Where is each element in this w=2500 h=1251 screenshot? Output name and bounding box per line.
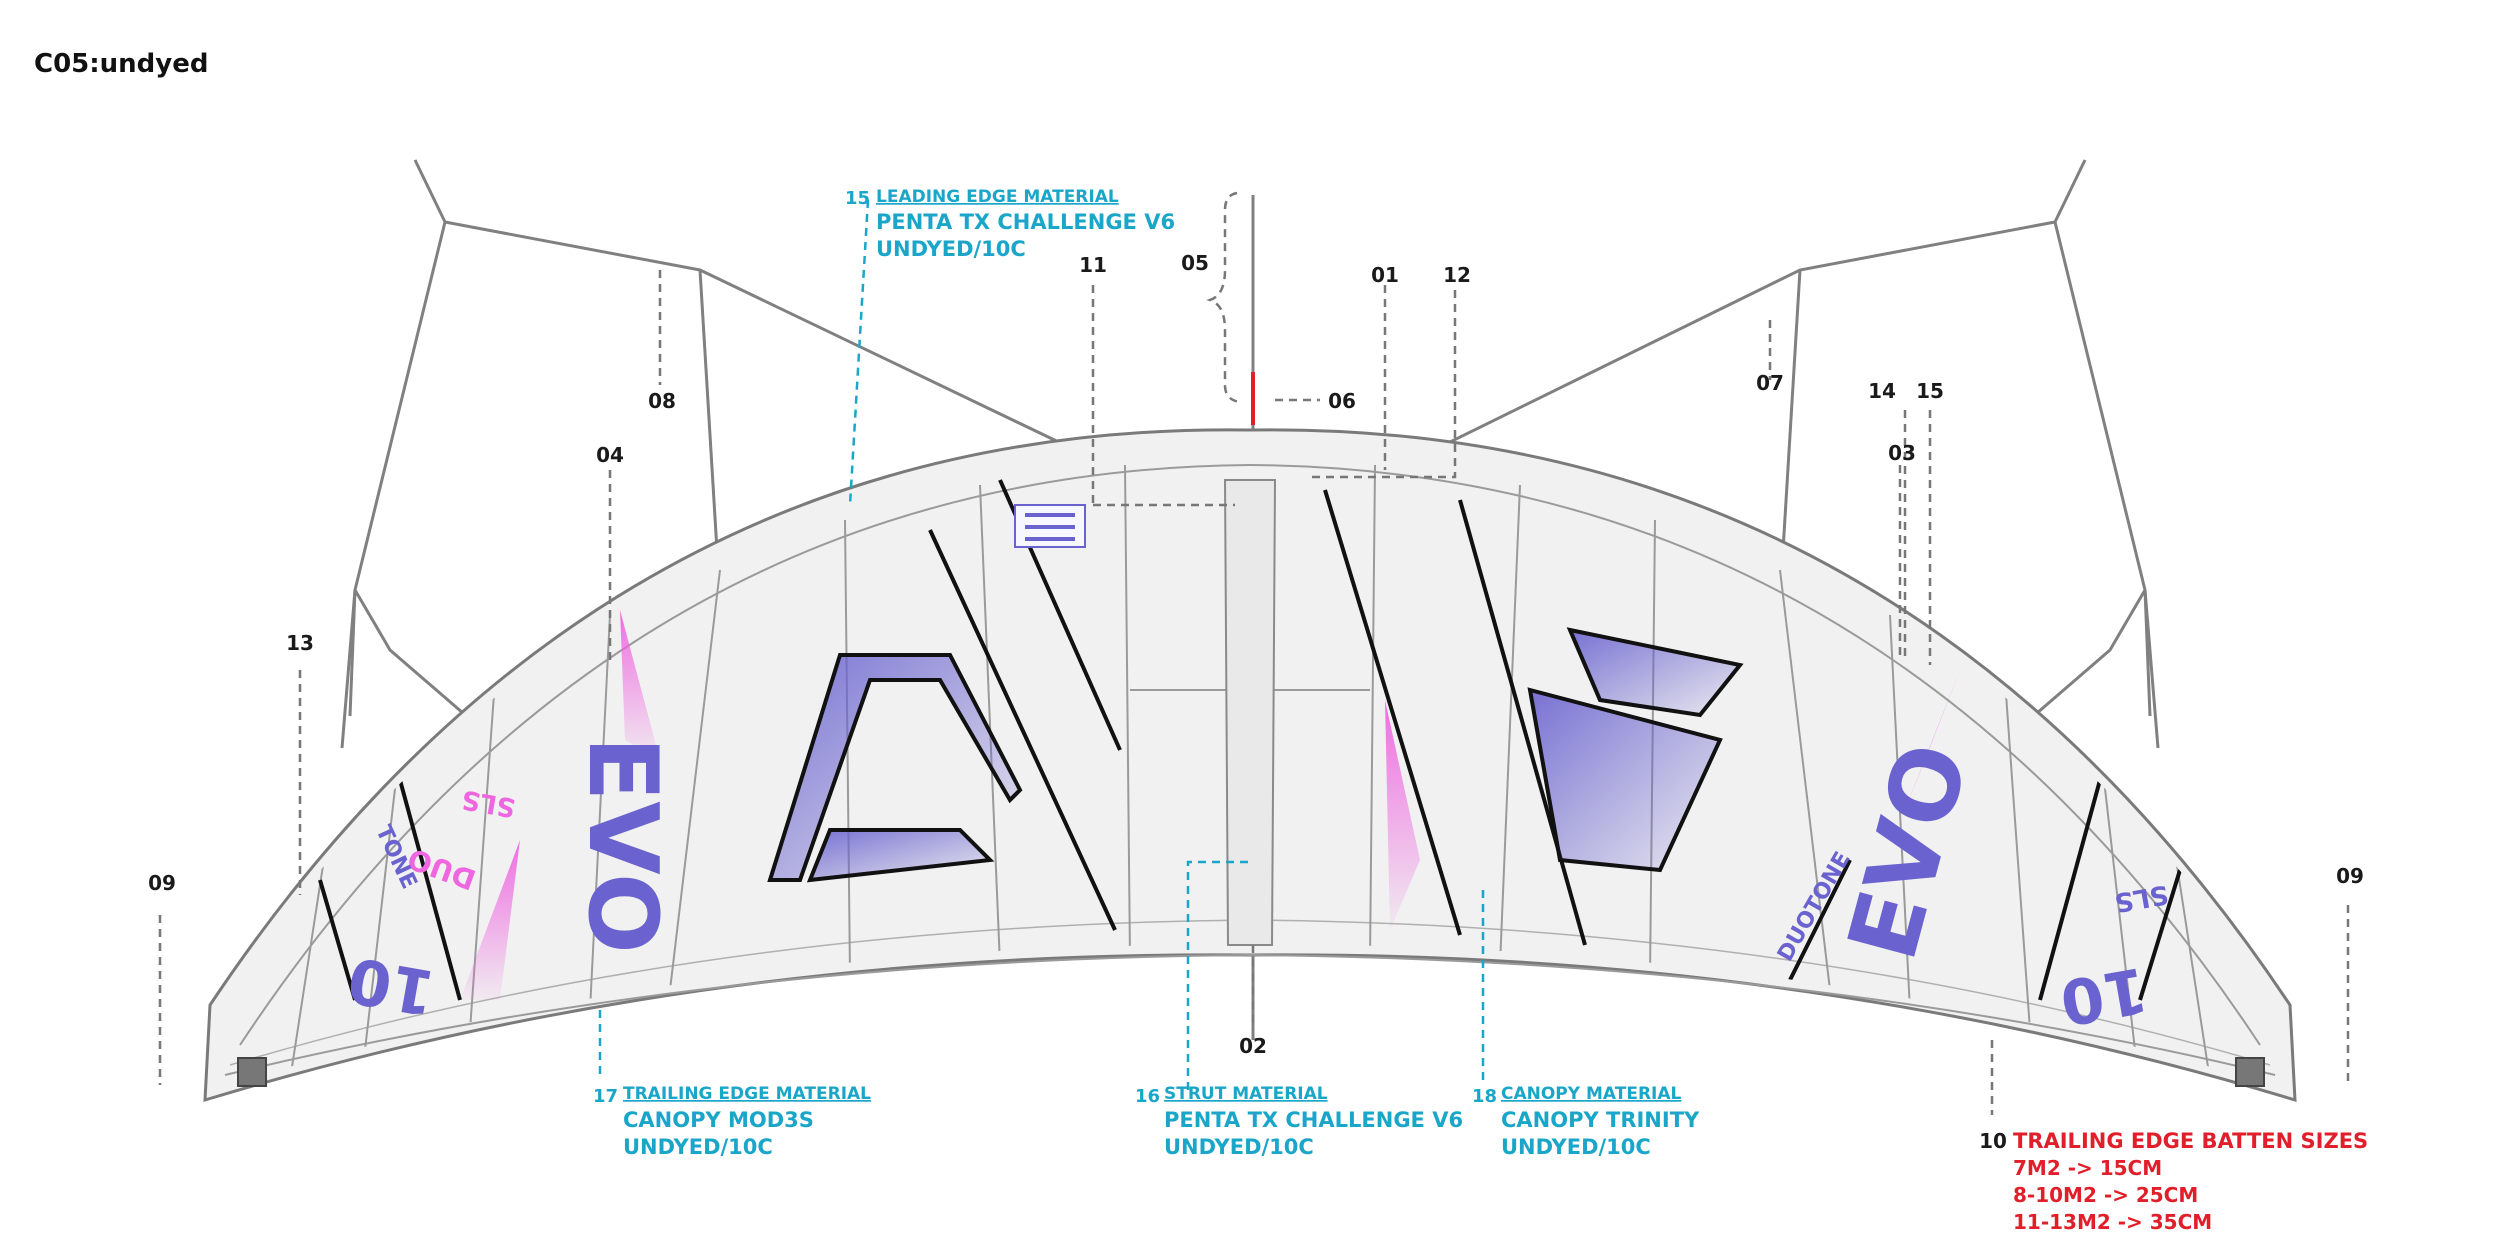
callout-02: 02 bbox=[1239, 1034, 1267, 1058]
canopy-line2: UNDYED/10C bbox=[1501, 1135, 1651, 1159]
canopy-num: 18 bbox=[1472, 1086, 1497, 1107]
canopy-graphics bbox=[318, 479, 2182, 1001]
trailing-edge-line1: CANOPY MOD3S bbox=[623, 1108, 814, 1132]
strut-line1: PENTA TX CHALLENGE V6 bbox=[1164, 1108, 1463, 1132]
callout-07: 07 bbox=[1756, 371, 1784, 395]
callout-10: 10 bbox=[1979, 1129, 2007, 1153]
callout-numbers: 01 02 03 04 05 06 07 08 09 09 10 11 12 1… bbox=[148, 251, 2364, 1153]
canopy-line1: CANOPY TRINITY bbox=[1501, 1108, 1700, 1132]
batten-title: TRAILING EDGE BATTEN SIZES bbox=[2013, 1129, 2368, 1153]
trailing-edge-num: 17 bbox=[593, 1086, 618, 1107]
callout-leaders bbox=[158, 191, 2350, 1115]
wingtips bbox=[237, 1057, 2265, 1087]
trailing-edge-line2: UNDYED/10C bbox=[623, 1135, 773, 1159]
leading-edge-line2: UNDYED/10C bbox=[876, 237, 1026, 261]
batten-row-1: 7M2 -> 15CM bbox=[2013, 1156, 2162, 1180]
strut-line2: UNDYED/10C bbox=[1164, 1135, 1314, 1159]
leading-edge-title: LEADING EDGE MATERIAL bbox=[876, 187, 1119, 207]
size-left-text: 10 bbox=[342, 943, 440, 1030]
page-title: C05:undyed bbox=[34, 49, 208, 79]
canopy-title: CANOPY MATERIAL bbox=[1501, 1084, 1682, 1104]
callout-12: 12 bbox=[1443, 263, 1471, 287]
center-logo bbox=[1014, 504, 1086, 548]
material-labels: 15 LEADING EDGE MATERIAL PENTA TX CHALLE… bbox=[593, 187, 2368, 1234]
callout-09-left: 09 bbox=[148, 871, 176, 895]
canopy-material-label: 18 CANOPY MATERIAL CANOPY TRINITY UNDYED… bbox=[1472, 1084, 1700, 1159]
batten-sizes-label: TRAILING EDGE BATTEN SIZES 7M2 -> 15CM 8… bbox=[2013, 1129, 2368, 1234]
leading-edge-material-label: 15 LEADING EDGE MATERIAL PENTA TX CHALLE… bbox=[845, 187, 1175, 261]
callout-11: 11 bbox=[1079, 253, 1107, 277]
batten-row-3: 11-13M2 -> 35CM bbox=[2013, 1210, 2212, 1234]
strut-title: STRUT MATERIAL bbox=[1164, 1084, 1328, 1104]
callout-03: 03 bbox=[1888, 441, 1916, 465]
callout-15-right: 15 bbox=[1916, 379, 1944, 403]
evo-left-text: EVO bbox=[567, 736, 677, 954]
callout-05: 05 bbox=[1181, 251, 1209, 275]
callout-06: 06 bbox=[1328, 389, 1356, 413]
center-strut bbox=[1223, 479, 1277, 946]
strut-material-label: 16 STRUT MATERIAL PENTA TX CHALLENGE V6 … bbox=[1135, 1084, 1463, 1159]
leading-edge-line1: PENTA TX CHALLENGE V6 bbox=[876, 210, 1175, 234]
callout-04: 04 bbox=[596, 443, 624, 467]
callout-14: 14 bbox=[1868, 379, 1896, 403]
callout-09-right: 09 bbox=[2336, 864, 2364, 888]
trailing-edge-material-label: 17 TRAILING EDGE MATERIAL CANOPY MOD3S U… bbox=[593, 1084, 871, 1159]
material-leaders bbox=[598, 199, 1485, 1090]
strut-num: 16 bbox=[1135, 1086, 1160, 1107]
callout-13: 13 bbox=[286, 631, 314, 655]
callout-08: 08 bbox=[648, 389, 676, 413]
batten-row-2: 8-10M2 -> 25CM bbox=[2013, 1183, 2198, 1207]
trailing-edge-title: TRAILING EDGE MATERIAL bbox=[623, 1084, 871, 1104]
leading-edge-num: 15 bbox=[845, 188, 870, 209]
callout-01: 01 bbox=[1371, 263, 1399, 287]
size-right-text: 10 bbox=[2055, 953, 2153, 1040]
